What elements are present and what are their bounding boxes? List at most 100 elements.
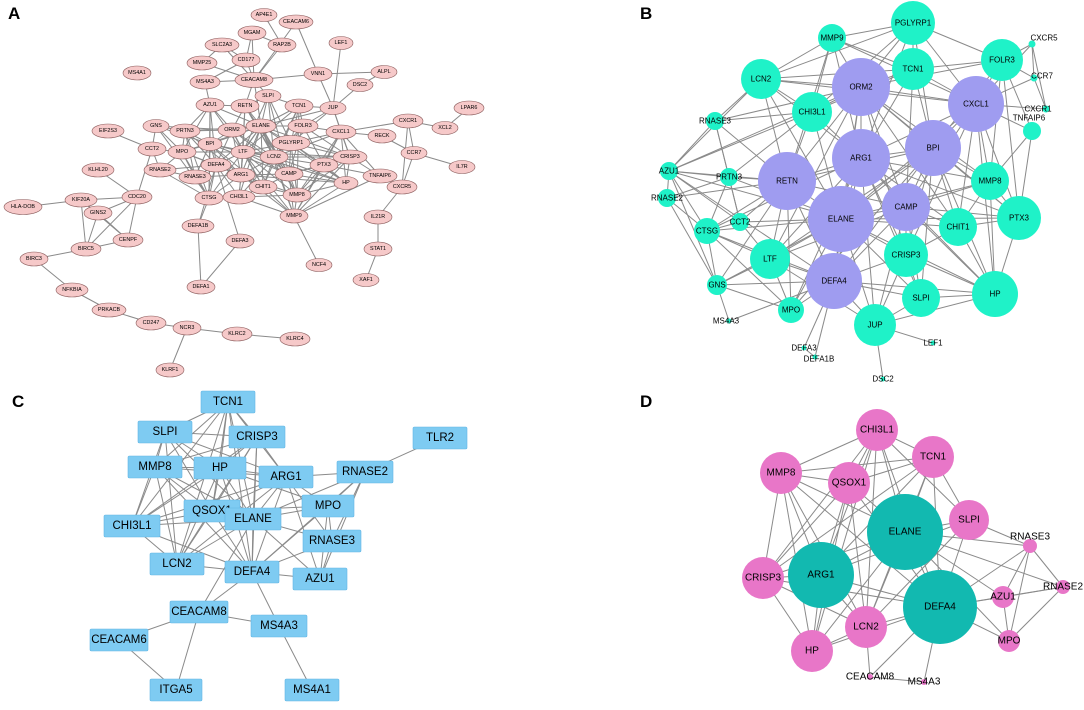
node-ms4a3[interactable]: MS4A3: [189, 74, 221, 90]
node-tcn1[interactable]: TCN1: [912, 436, 954, 478]
node-defa4[interactable]: DEFA4: [806, 253, 862, 309]
node-folr3[interactable]: FOLR3: [981, 39, 1023, 81]
node-reck[interactable]: RECK: [367, 128, 397, 144]
node-lcn2[interactable]: LCN2: [845, 606, 887, 648]
node-arg1[interactable]: ARG1: [788, 542, 854, 608]
node-ms4a3[interactable]: MS4A3: [250, 614, 308, 638]
node-chi3l1[interactable]: CHI3L1: [856, 409, 898, 451]
node-ceacam6[interactable]: CEACAM6: [278, 14, 314, 30]
node-defa3[interactable]: DEFA3: [225, 233, 255, 249]
node-bpi[interactable]: BPI: [197, 137, 223, 151]
node-hla-dob[interactable]: HLA-DOB: [3, 199, 43, 215]
node-tnfaip6[interactable]: TNFAIP6: [362, 168, 398, 184]
node-mgam[interactable]: MGAM: [237, 25, 267, 41]
node-klrc4[interactable]: KLRC4: [279, 331, 311, 347]
node-ltf[interactable]: LTF: [750, 239, 790, 279]
node-hp[interactable]: HP: [791, 630, 833, 672]
node-ctsg[interactable]: CTSG: [194, 190, 224, 206]
node-arg1[interactable]: ARG1: [832, 129, 890, 187]
node-cxcr5[interactable]: CXCR5: [1028, 34, 1059, 48]
node-lpar6[interactable]: LPAR6: [453, 100, 485, 116]
node-defa1b[interactable]: DEFA1B: [181, 218, 215, 234]
node-camp[interactable]: CAMP: [274, 166, 304, 182]
node-cd247[interactable]: CD247: [135, 315, 167, 331]
node-slpi[interactable]: SLPI: [137, 420, 193, 444]
node-mpo[interactable]: MPO: [998, 630, 1021, 652]
node-elane[interactable]: ELANE: [224, 507, 282, 531]
node-arg1[interactable]: ARG1: [258, 465, 314, 489]
node-cenpf[interactable]: CENPF: [112, 232, 144, 248]
node-camp[interactable]: CAMP: [882, 183, 930, 231]
node-ptx3[interactable]: PTX3: [309, 157, 339, 173]
node-elane[interactable]: ELANE: [808, 186, 874, 252]
node-mmp8[interactable]: MMP8: [127, 455, 183, 479]
node-cct2[interactable]: CCT2: [730, 213, 751, 231]
node-retn[interactable]: RETN: [230, 98, 260, 114]
node-cxcr1[interactable]: CXCR1: [1024, 105, 1052, 114]
node-stat1[interactable]: STAT1: [363, 241, 393, 257]
node-azu1[interactable]: AZU1: [990, 586, 1016, 608]
node-birc5[interactable]: BIRC5: [70, 241, 102, 257]
node-rnase2[interactable]: RNASE2: [651, 189, 684, 207]
node-tcn1[interactable]: TCN1: [200, 390, 256, 414]
node-cct2[interactable]: CCT2: [137, 141, 167, 157]
node-mmp8[interactable]: MMP8: [760, 452, 802, 494]
node-ceacam8[interactable]: CEACAM8: [169, 600, 229, 624]
node-gns[interactable]: GNS: [142, 119, 170, 133]
node-crisp3[interactable]: CRISP3: [332, 149, 368, 165]
node-jup[interactable]: JUP: [319, 101, 347, 115]
node-chit1[interactable]: CHIT1: [248, 179, 278, 195]
node-tcn1[interactable]: TCN1: [284, 98, 314, 114]
node-cxcr1[interactable]: CXCR1: [392, 113, 424, 129]
node-retn[interactable]: RETN: [758, 152, 816, 210]
node-ms4a1[interactable]: MS4A1: [122, 65, 152, 81]
node-rap2b[interactable]: RAP2B: [267, 37, 297, 53]
node-slpi[interactable]: SLPI: [949, 500, 989, 540]
node-defa4[interactable]: DEFA4: [224, 560, 280, 584]
node-ap4e1[interactable]: AP4E1: [250, 8, 278, 22]
node-pglyrp1[interactable]: PGLYRP1: [271, 135, 311, 151]
node-rnase3[interactable]: RNASE3: [1010, 532, 1050, 554]
node-ncf4[interactable]: NCF4: [305, 258, 333, 272]
node-ptx3[interactable]: PTX3: [997, 196, 1041, 240]
node-defa3[interactable]: DEFA3: [791, 344, 817, 353]
node-tlr2[interactable]: TLR2: [412, 426, 468, 450]
node-lcn2[interactable]: LCN2: [259, 149, 289, 165]
node-elane[interactable]: ELANE: [867, 494, 943, 570]
node-defa4[interactable]: DEFA4: [200, 157, 232, 173]
node-rnase2[interactable]: RNASE2: [336, 460, 394, 484]
node-mmp9[interactable]: MMP9: [818, 24, 846, 52]
node-xaf1[interactable]: XAF1: [352, 273, 380, 287]
node-crisp3[interactable]: CRISP3: [884, 233, 928, 277]
node-bpi[interactable]: BPI: [905, 120, 961, 176]
node-chi3l1[interactable]: CHI3L1: [792, 92, 832, 132]
node-hp[interactable]: HP: [193, 456, 247, 480]
node-klhl20[interactable]: KLHL20: [81, 162, 115, 178]
node-crisp3[interactable]: CRISP3: [742, 557, 784, 599]
node-ceacam6[interactable]: CEACAM6: [89, 628, 149, 652]
node-dsc2[interactable]: DSC2: [872, 375, 894, 384]
node-klrc2[interactable]: KLRC2: [221, 326, 253, 342]
node-chi3l1[interactable]: CHI3L1: [222, 189, 256, 205]
node-rnase3[interactable]: RNASE3: [699, 112, 732, 130]
node-ctsg[interactable]: CTSG: [694, 218, 720, 244]
node-lcn2[interactable]: LCN2: [149, 552, 205, 576]
node-eif2s3[interactable]: EIF2S3: [91, 123, 125, 139]
node-orm2[interactable]: ORM2: [832, 58, 890, 116]
node-lef1[interactable]: LEF1: [328, 36, 354, 50]
node-mmp8[interactable]: MMP8: [971, 162, 1009, 200]
node-hp[interactable]: HP: [972, 271, 1018, 317]
node-ceacam8[interactable]: CEACAM8: [234, 72, 274, 88]
node-prtn3[interactable]: PRTN3: [169, 123, 201, 139]
node-folr3[interactable]: FOLR3: [287, 118, 319, 134]
node-ccr7[interactable]: CCR7: [1030, 72, 1054, 82]
node-qsox1[interactable]: QSOX1: [828, 462, 870, 504]
node-ltf[interactable]: LTF: [230, 145, 256, 159]
node-nfkbia[interactable]: NFKBIA: [55, 282, 89, 298]
node-rnase3[interactable]: RNASE3: [302, 529, 362, 553]
node-slc2a3[interactable]: SLC2A3: [204, 37, 240, 53]
node-elane[interactable]: ELANE: [245, 118, 277, 134]
node-ms4a1[interactable]: MS4A1: [284, 678, 340, 702]
node-chi3l1[interactable]: CHI3L1: [103, 514, 161, 538]
node-cdc20[interactable]: CDC20: [121, 189, 153, 205]
